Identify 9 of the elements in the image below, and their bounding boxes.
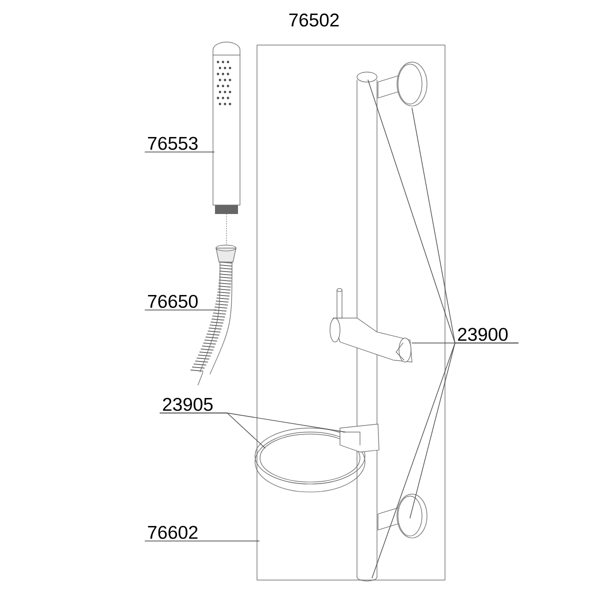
part-number: 76650 <box>148 294 198 308</box>
part-number: 23900 <box>458 328 508 341</box>
part-number: 76553 <box>148 136 198 150</box>
part-number: 76602 <box>148 526 198 539</box>
part-number: 23905 <box>163 398 213 411</box>
leader-line <box>160 412 266 448</box>
leader-line <box>372 342 519 578</box>
title: 76502 <box>289 14 339 27</box>
leader-line <box>144 540 260 542</box>
